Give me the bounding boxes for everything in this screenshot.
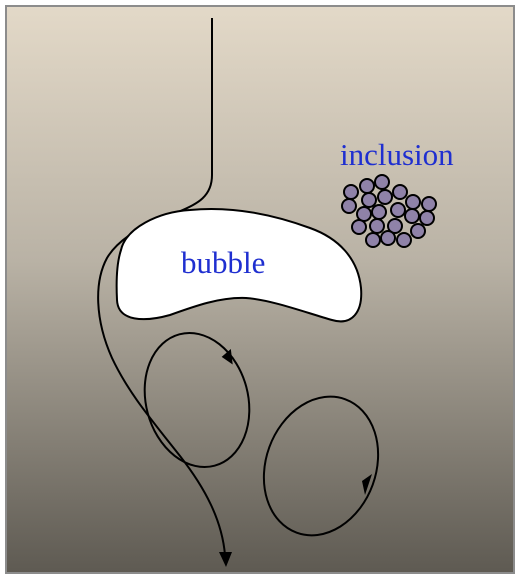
inclusion-particle (378, 190, 392, 204)
inclusion-particle (391, 203, 405, 217)
inclusion-particle (375, 175, 389, 189)
inclusion-particle (397, 233, 411, 247)
inclusion-particle (344, 185, 358, 199)
inclusion-particle (366, 233, 380, 247)
bubble-label: bubble (181, 245, 265, 280)
inclusion-particle (381, 231, 395, 245)
inclusion-particle (362, 193, 376, 207)
inclusion-particle (360, 179, 374, 193)
inclusion-particle (370, 219, 384, 233)
inclusion-particle (342, 199, 356, 213)
inclusion-particle (411, 224, 425, 238)
inclusion-particle (422, 197, 436, 211)
inclusion-particle (405, 209, 419, 223)
inclusion-particle (372, 205, 386, 219)
inclusion-particle (352, 220, 366, 234)
inclusion-particle (393, 185, 407, 199)
inclusion-particle (406, 195, 420, 209)
inclusion-particle (420, 211, 434, 225)
inclusion-label: inclusion (340, 137, 454, 172)
inclusion-particle (357, 207, 371, 221)
